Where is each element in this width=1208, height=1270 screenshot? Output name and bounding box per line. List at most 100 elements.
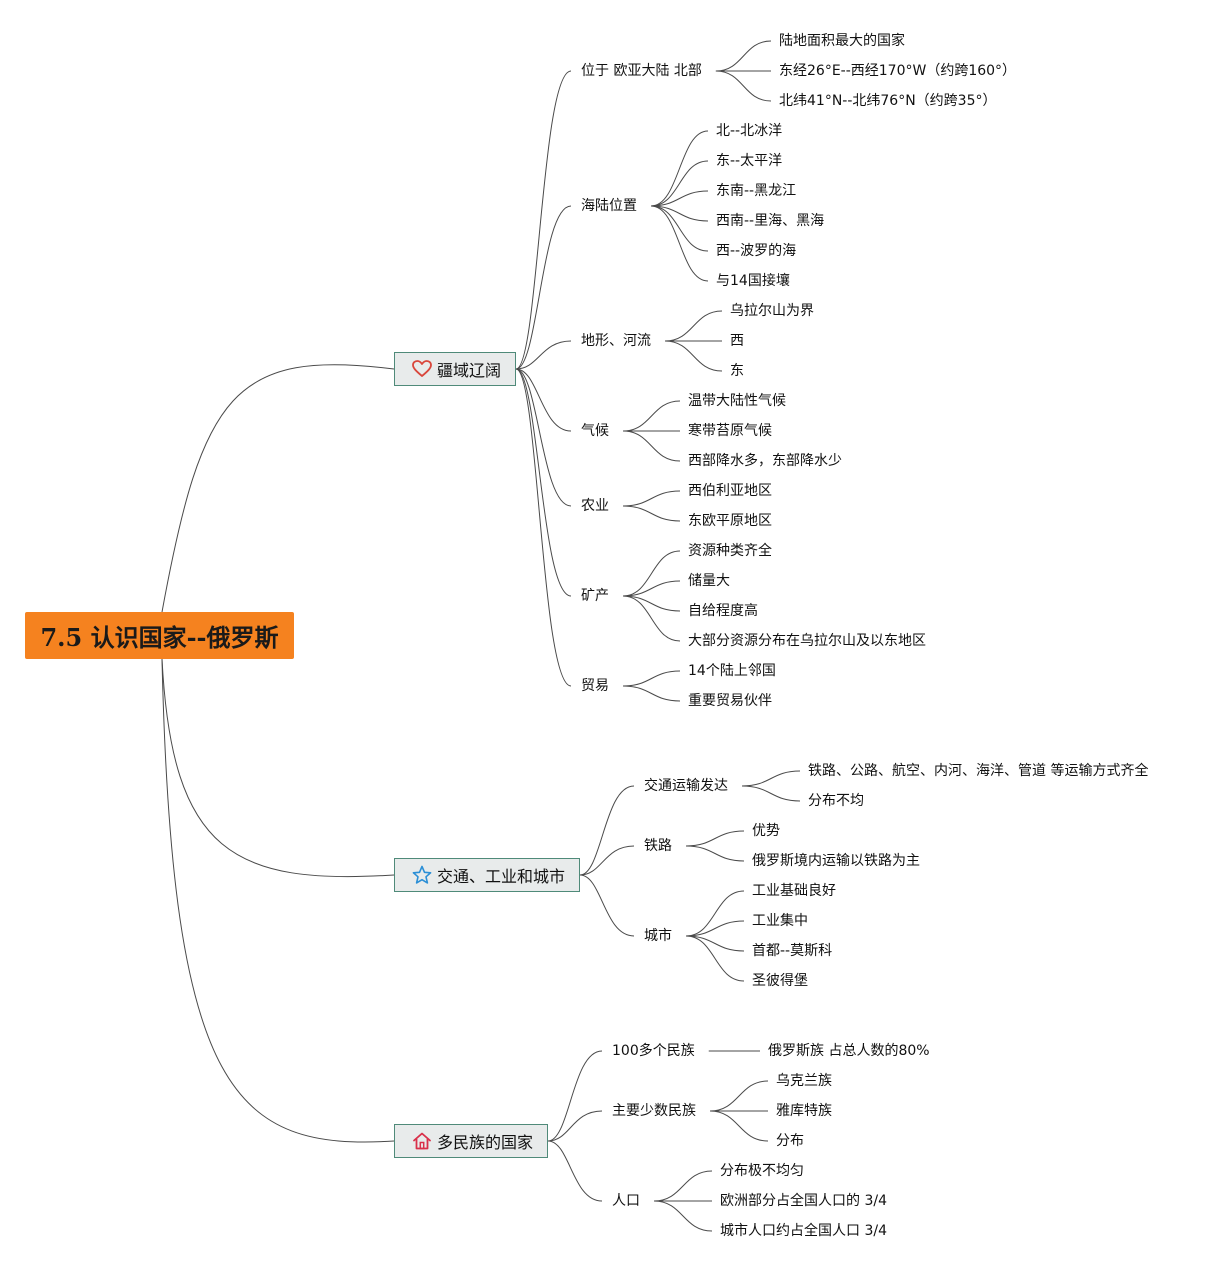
leaf-link [622, 550, 681, 597]
leaf-link [622, 595, 681, 642]
leaf-topic[interactable]: 雅库特族 [776, 1103, 832, 1119]
leaf-topic[interactable]: 东--太平洋 [716, 153, 783, 169]
leaf-topic[interactable]: 北--北冰洋 [716, 123, 783, 139]
root-topic[interactable]: 7.5 认识国家--俄罗斯 [25, 612, 294, 659]
leaf-topic[interactable]: 北纬41°N--北纬76°N（约跨35°） [779, 93, 997, 109]
branch-link [515, 368, 572, 597]
leaf-link [650, 205, 709, 222]
leaf-topic[interactable]: 城市人口约占全国人口 3/4 [720, 1223, 887, 1239]
leaf-link [685, 830, 745, 847]
leaf-link [685, 920, 745, 937]
leaf-topic[interactable]: 西 [730, 333, 744, 349]
leaf-topic[interactable]: 西伯利亚地区 [688, 483, 772, 499]
branch-link [515, 368, 572, 432]
subtopic[interactable]: 贸易 [581, 678, 609, 694]
leaf-link [650, 205, 709, 282]
root-link [161, 364, 395, 613]
subtopic[interactable]: 地形、河流 [581, 333, 651, 349]
main-topic-3[interactable]: 多民族的国家 [394, 1124, 548, 1158]
leaf-topic[interactable]: 西南--里海、黑海 [716, 213, 825, 229]
branch-link [515, 205, 572, 370]
leaf-topic[interactable]: 陆地面积最大的国家 [779, 33, 905, 49]
subtopic[interactable]: 交通运输发达 [644, 778, 728, 794]
root-link [161, 658, 395, 1143]
leaf-topic[interactable]: 工业基础良好 [752, 883, 836, 899]
main-topic-label: 疆域辽阔 [437, 361, 502, 380]
main-topic-label: 交通、工业和城市 [437, 867, 566, 886]
branch-link [579, 785, 635, 876]
subtopic[interactable]: 100多个民族 [612, 1043, 695, 1059]
leaf-topic[interactable]: 西部降水多，东部降水少 [688, 453, 842, 469]
branch-link [515, 340, 572, 370]
branch-link [515, 368, 572, 687]
leaf-topic[interactable]: 欧洲部分占全国人口的 3/4 [720, 1193, 887, 1209]
root-topic-label: 7.5 认识国家--俄罗斯 [40, 623, 279, 652]
leaf-link [622, 580, 681, 597]
leaf-topic[interactable]: 自给程度高 [688, 603, 758, 619]
leaf-topic[interactable]: 储量大 [688, 573, 730, 589]
subtopic[interactable]: 农业 [581, 498, 609, 514]
leaf-topic[interactable]: 分布不均 [808, 793, 864, 809]
heart-icon [411, 358, 433, 380]
leaf-topic[interactable]: 优势 [752, 823, 780, 839]
leaf-topic[interactable]: 东欧平原地区 [688, 513, 772, 529]
leaf-topic[interactable]: 分布 [776, 1133, 804, 1149]
leaf-link [709, 1110, 769, 1142]
main-topic-1[interactable]: 疆域辽阔 [394, 352, 516, 386]
leaf-link [653, 1170, 713, 1202]
branch-link [579, 874, 635, 937]
leaf-topic[interactable]: 铁路、公路、航空、内河、海洋、管道 等运输方式齐全 [808, 763, 1149, 779]
leaf-topic[interactable]: 分布极不均匀 [720, 1163, 804, 1179]
branch-link [579, 845, 635, 876]
subtopic[interactable]: 人口 [612, 1193, 640, 1209]
leaf-topic[interactable]: 大部分资源分布在乌拉尔山及以东地区 [688, 633, 926, 649]
branch-link [515, 368, 572, 507]
leaf-link [622, 505, 681, 522]
leaf-topic[interactable]: 东 [730, 363, 744, 379]
leaf-topic[interactable]: 温带大陆性气候 [688, 393, 786, 409]
branch-link [515, 70, 572, 370]
subtopic[interactable]: 城市 [644, 928, 672, 944]
leaf-topic[interactable]: 重要贸易伙伴 [688, 693, 772, 709]
subtopic[interactable]: 位于 欧亚大陆 北部 [581, 63, 702, 79]
subtopic[interactable]: 矿产 [581, 588, 609, 604]
subtopic[interactable]: 气候 [581, 423, 609, 439]
leaf-link [622, 430, 681, 462]
leaf-link [650, 160, 709, 207]
leaf-topic[interactable]: 圣彼得堡 [752, 973, 808, 989]
leaf-link [622, 400, 681, 432]
leaf-link [622, 490, 681, 507]
leaf-topic[interactable]: 东经26°E--西经170°W（约跨160°） [779, 63, 1017, 79]
branch-link [547, 1050, 603, 1142]
main-topic-2[interactable]: 交通、工业和城市 [394, 858, 580, 892]
leaf-link [664, 340, 723, 372]
subtopic[interactable]: 主要少数民族 [612, 1103, 696, 1119]
leaf-link [709, 1080, 769, 1112]
leaf-link [741, 770, 801, 787]
leaf-topic[interactable]: 俄罗斯境内运输以铁路为主 [752, 853, 920, 869]
leaf-link [650, 205, 709, 252]
leaf-link [685, 935, 745, 982]
leaf-topic[interactable]: 乌克兰族 [776, 1073, 832, 1089]
home-icon [411, 1130, 433, 1152]
subtopic[interactable]: 海陆位置 [581, 198, 637, 214]
leaf-link [741, 785, 801, 802]
leaf-topic[interactable]: 与14国接壤 [716, 273, 790, 289]
leaf-topic[interactable]: 寒带苔原气候 [688, 423, 772, 439]
leaf-topic[interactable]: 俄罗斯族 占总人数的80% [768, 1043, 930, 1059]
leaf-topic[interactable]: 西--波罗的海 [716, 243, 797, 259]
leaf-link [685, 845, 745, 862]
leaf-topic[interactable]: 资源种类齐全 [688, 543, 772, 559]
leaf-link [685, 935, 745, 952]
leaf-topic[interactable]: 工业集中 [752, 913, 808, 929]
leaf-topic[interactable]: 14个陆上邻国 [688, 663, 776, 679]
leaf-link [650, 130, 709, 207]
leaf-link [622, 685, 681, 702]
leaf-topic[interactable]: 乌拉尔山为界 [730, 303, 814, 319]
leaf-link [664, 310, 723, 342]
subtopic[interactable]: 铁路 [644, 838, 672, 854]
leaf-topic[interactable]: 首都--莫斯科 [752, 943, 833, 959]
leaf-topic[interactable]: 东南--黑龙江 [716, 183, 797, 199]
leaf-link [622, 595, 681, 612]
